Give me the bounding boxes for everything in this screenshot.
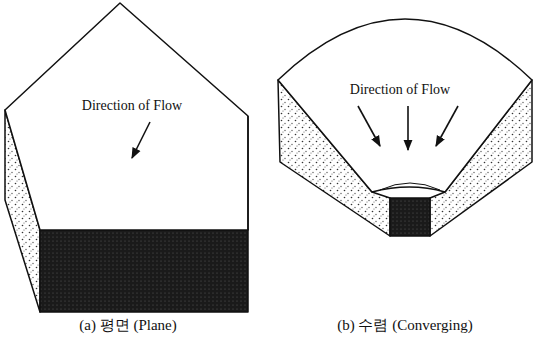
- plane-block: [5, 3, 248, 312]
- inner-arc: [380, 183, 440, 190]
- flow-label: Direction of Flow: [350, 82, 450, 98]
- flow-arrow: [407, 106, 409, 150]
- flow-arrow: [132, 122, 150, 158]
- converging-top: [278, 19, 532, 192]
- caption: (b) 수렴 (Converging): [337, 316, 473, 335]
- flow-label: Direction of Flow: [82, 98, 182, 114]
- flow-arrow: [358, 106, 380, 146]
- flow-arrow: [436, 106, 458, 146]
- block-front: [40, 230, 248, 312]
- block-top: [5, 3, 248, 230]
- block-edge: [247, 116, 249, 230]
- caption: (a) 평면 (Plane): [79, 316, 176, 335]
- converging-front: [390, 198, 430, 236]
- converging-block: [278, 19, 532, 236]
